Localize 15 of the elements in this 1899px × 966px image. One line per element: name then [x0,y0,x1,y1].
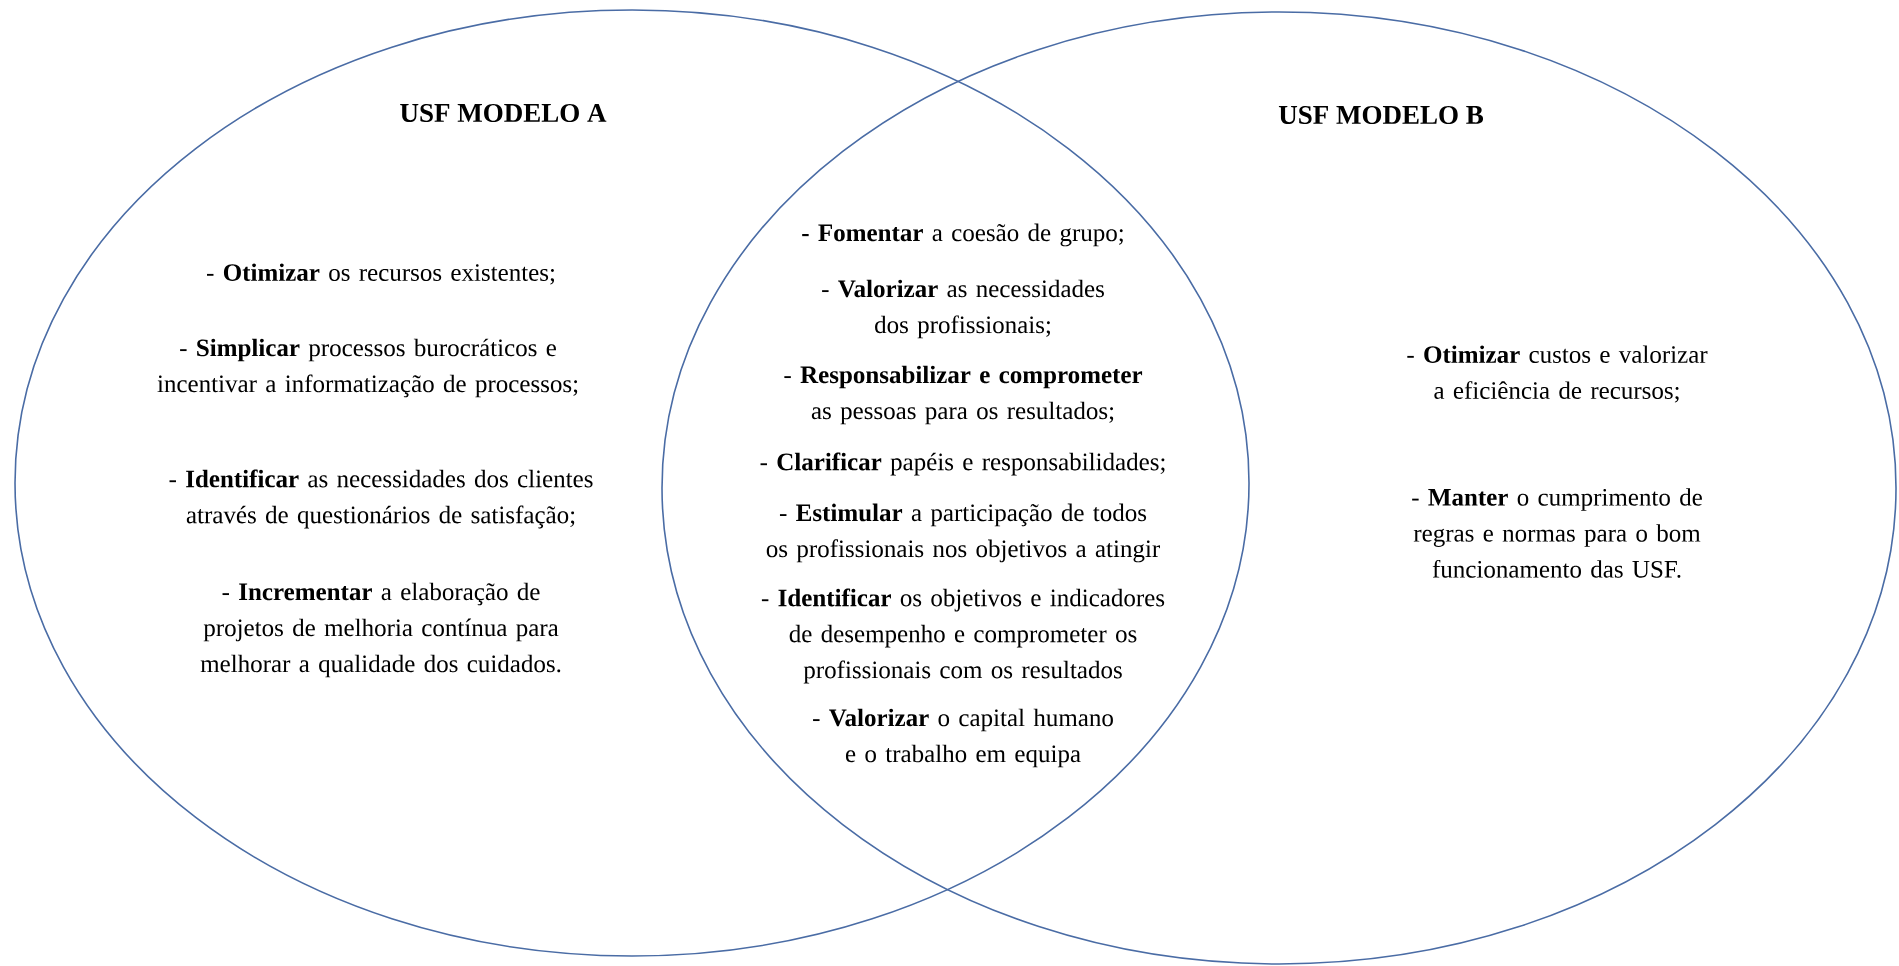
heading: USF MODELO B [1278,105,1484,125]
list-item: - Manter o cumprimento de regras e normas para o bom funcionamento das USF. [1412,488,1702,578]
list-item: - Clarificar papéis e responsabilidades; [760,452,1165,476]
list-item: - Otimizar os recursos existentes; [207,263,555,285]
list-item: - Identificar as necessidades dos clientes através de questionários de satisfação; [169,469,593,529]
list-item: - Simplicar processos burocráticos e incentivar a informatização de processos; [157,338,578,398]
list-item: - Valorizar o capital humano e o trabalho em equipa [813,708,1113,768]
list-item: - Estimular a participação de todos os profissionais nos objetivos a atingir [766,503,1160,563]
list-item: - Fomentar a coesão de grupo; [802,223,1123,247]
list-item: - Responsabilizar e comprometer as pessoas para os resultados; [784,365,1143,425]
list-item: - Identificar os objetivos e indicadores de desempenho e comprometer os profissionais com os resultados [761,588,1165,684]
list-item: - Otimizar custos e valorizar a eficiência de recursos; [1407,345,1708,403]
heading: USF MODELO A [400,103,607,123]
list-item: - Valorizar as necessidades dos profissionais; [822,279,1104,339]
list-item: - Incrementar a elaboração de projetos de melhoria contínua para melhorar a qualidade dos cuidados. [200,582,561,678]
